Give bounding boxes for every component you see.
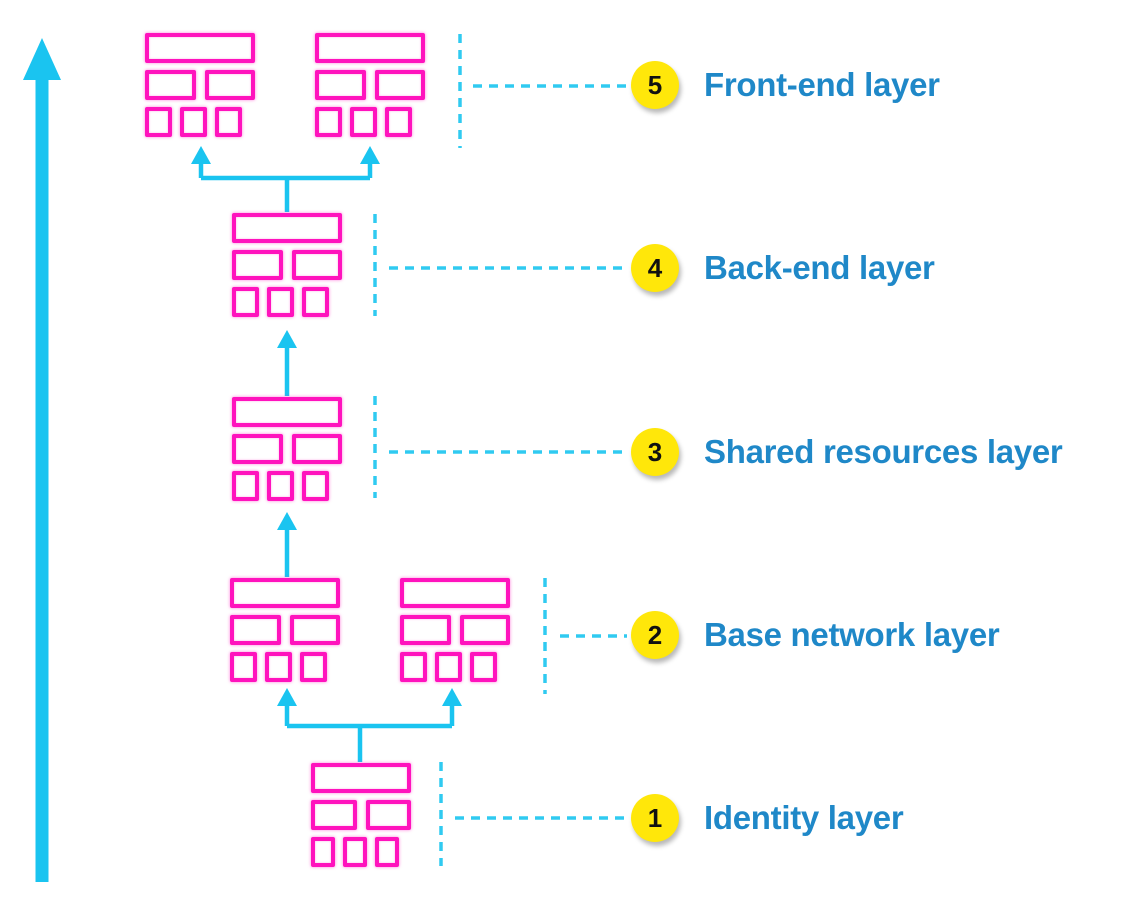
stack-top-rect bbox=[311, 763, 411, 793]
stack-bottom-rect bbox=[301, 471, 329, 501]
stack-mid-rect bbox=[291, 250, 342, 280]
dashed-guide-base-network bbox=[543, 578, 627, 694]
stack-bottom-rect bbox=[232, 471, 259, 501]
layer-number-badge: 4 bbox=[631, 244, 679, 292]
layer-label: Identity layer bbox=[704, 799, 904, 836]
stack-bottom-rect bbox=[434, 652, 462, 682]
stack-top-rect bbox=[230, 578, 340, 608]
stack-bottom-rect bbox=[384, 107, 412, 137]
layer-label: Back-end layer bbox=[704, 249, 935, 286]
layer-number-badge: 5 bbox=[631, 61, 679, 109]
stack-top-rect bbox=[315, 33, 425, 63]
dashed-guide-identity bbox=[439, 762, 627, 866]
stack-mid-rect bbox=[311, 800, 357, 830]
stack-top-rect bbox=[145, 33, 255, 63]
big-up-arrow-icon bbox=[23, 38, 61, 882]
layer-label: Base network layer bbox=[704, 616, 1000, 653]
layer-number: 2 bbox=[647, 620, 663, 650]
layer-number-badge: 3 bbox=[631, 428, 679, 476]
stack-bottom-rect bbox=[349, 107, 377, 137]
stack-bottom-rect bbox=[311, 837, 335, 867]
dashed-guide-back-end bbox=[373, 214, 627, 316]
flow-shared-resources-to-back-end bbox=[277, 330, 297, 396]
stack-top-rect bbox=[232, 213, 342, 243]
base-network-stack-left-icon bbox=[230, 578, 340, 682]
callout-identity-layer: 1 Identity layer bbox=[631, 793, 904, 843]
dashed-guide-shared-resources bbox=[373, 396, 627, 498]
dashed-guide-front-end bbox=[458, 34, 627, 148]
layer-label: Shared resources layer bbox=[704, 433, 1063, 470]
callout-back-end-layer: 4 Back-end layer bbox=[631, 243, 935, 293]
stack-bottom-rect bbox=[301, 287, 329, 317]
flow-back-end-to-front-end bbox=[191, 146, 380, 212]
stack-bottom-rect bbox=[315, 107, 342, 137]
callout-front-end-layer: 5 Front-end layer bbox=[631, 60, 940, 110]
stack-mid-rect bbox=[204, 70, 255, 100]
stack-mid-rect bbox=[145, 70, 196, 100]
stack-bottom-rect bbox=[266, 471, 294, 501]
layer-number: 3 bbox=[647, 437, 663, 467]
layer-number-badge: 1 bbox=[631, 794, 679, 842]
stack-bottom-rect bbox=[145, 107, 172, 137]
stack-mid-rect bbox=[232, 434, 283, 464]
base-network-stack-right-icon bbox=[400, 578, 510, 682]
callout-shared-resources-layer: 3 Shared resources layer bbox=[631, 427, 1063, 477]
stack-bottom-rect bbox=[469, 652, 497, 682]
front-end-stack-left-icon bbox=[145, 33, 255, 137]
callout-base-network-layer: 2 Base network layer bbox=[631, 610, 1000, 660]
stack-bottom-rect bbox=[375, 837, 399, 867]
stack-mid-rect bbox=[232, 250, 283, 280]
stack-mid-rect bbox=[315, 70, 366, 100]
layer-label: Front-end layer bbox=[704, 66, 940, 103]
stack-mid-rect bbox=[289, 615, 340, 645]
front-end-stack-right-icon bbox=[315, 33, 425, 137]
flow-base-network-to-shared-resources bbox=[277, 512, 297, 577]
stack-bottom-rect bbox=[400, 652, 427, 682]
stack-bottom-rect bbox=[343, 837, 367, 867]
layer-number-badge: 2 bbox=[631, 611, 679, 659]
stack-bottom-rect bbox=[266, 287, 294, 317]
stack-bottom-rect bbox=[232, 287, 259, 317]
layer-number: 4 bbox=[647, 253, 663, 283]
stack-top-rect bbox=[400, 578, 510, 608]
stack-mid-rect bbox=[459, 615, 510, 645]
flow-identity-to-base-network bbox=[277, 688, 462, 762]
stack-bottom-rect bbox=[179, 107, 207, 137]
identity-stack-icon bbox=[311, 763, 411, 867]
stack-top-rect bbox=[232, 397, 342, 427]
stack-bottom-rect bbox=[214, 107, 242, 137]
back-end-stack-icon bbox=[232, 213, 342, 317]
stack-mid-rect bbox=[230, 615, 281, 645]
stack-mid-rect bbox=[400, 615, 451, 645]
layer-number: 1 bbox=[647, 803, 663, 833]
stack-bottom-rect bbox=[264, 652, 292, 682]
stack-bottom-rect bbox=[230, 652, 257, 682]
stack-mid-rect bbox=[374, 70, 425, 100]
shared-resources-stack-icon bbox=[232, 397, 342, 501]
stack-mid-rect bbox=[365, 800, 411, 830]
stack-mid-rect bbox=[291, 434, 342, 464]
stack-bottom-rect bbox=[299, 652, 327, 682]
layer-number: 5 bbox=[647, 70, 663, 100]
